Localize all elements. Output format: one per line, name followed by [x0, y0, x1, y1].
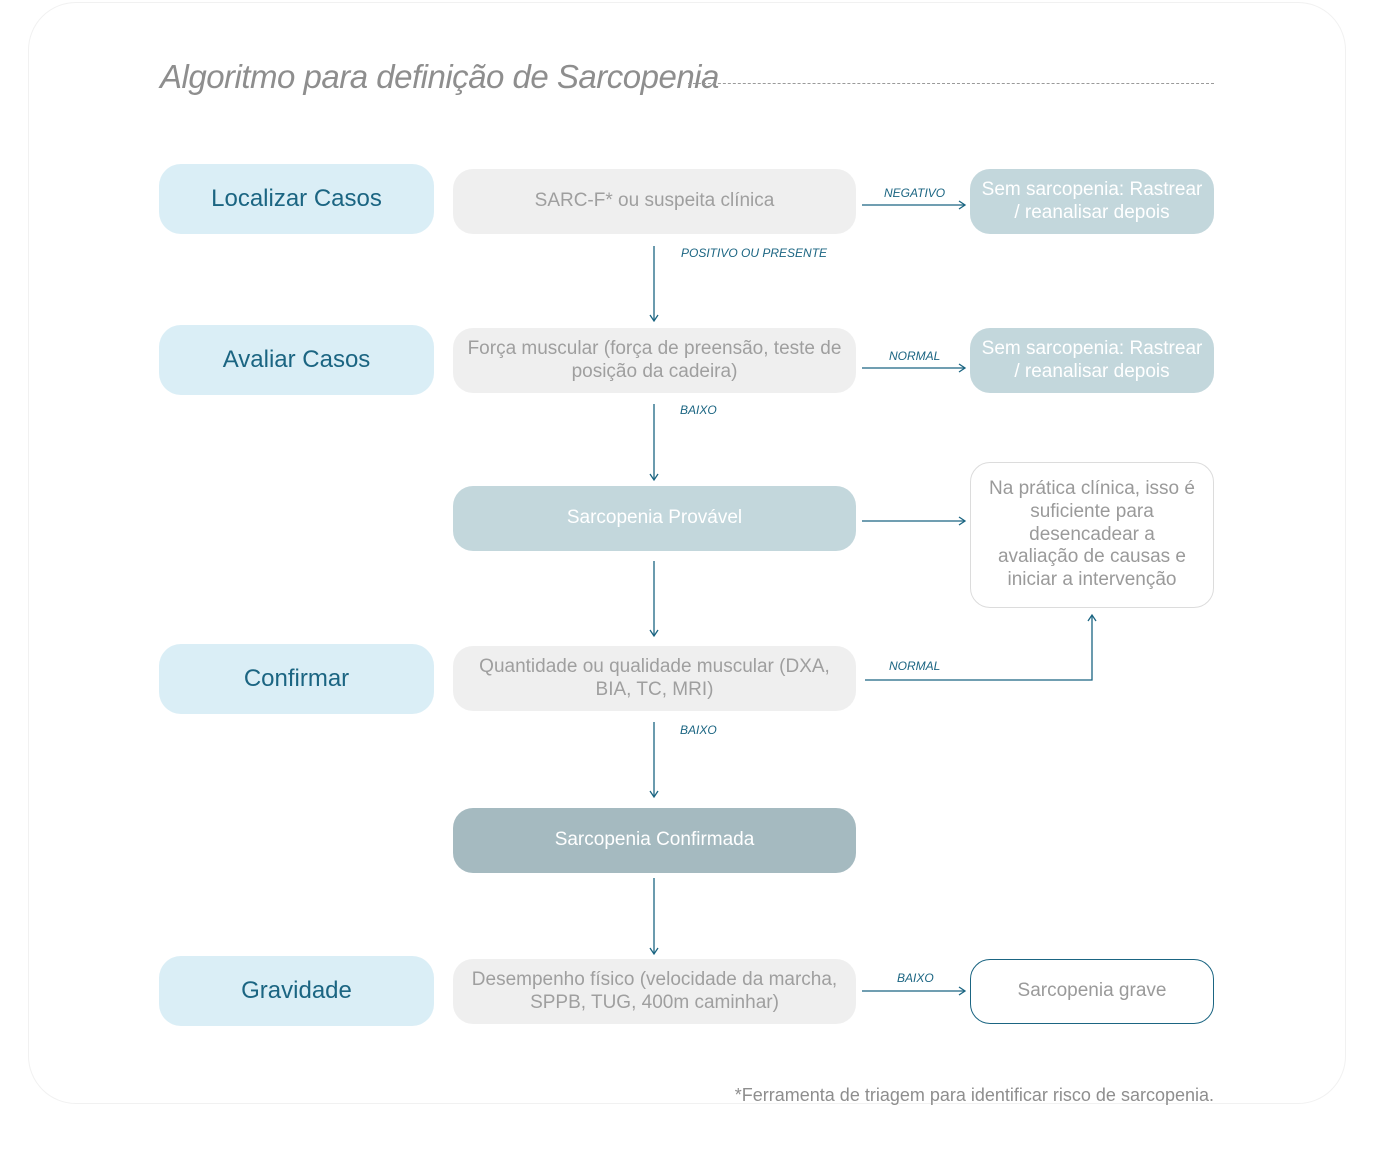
title-dashed-rule — [688, 83, 1214, 84]
label-low-2: BAIXO — [680, 723, 717, 737]
diagram-card — [28, 2, 1346, 1104]
label-low-3: BAIXO — [897, 971, 934, 985]
label-normal-2: NORMAL — [889, 659, 941, 673]
stage-assess-cases: Avaliar Casos — [159, 325, 434, 395]
step-physical-performance: Desempenho físico (velocidade da marcha,… — [453, 959, 856, 1024]
stage-find-cases: Localizar Casos — [159, 164, 434, 234]
result-no-sarcopenia-2: Sem sarcopenia: Rastrear / reanalisar de… — [970, 328, 1214, 393]
step-probable-sarcopenia: Sarcopenia Provável — [453, 486, 856, 551]
diagram-title: Algoritmo para definição de Sarcopenia — [160, 58, 719, 95]
label-normal-1: NORMAL — [889, 349, 941, 363]
stage-severity: Gravidade — [159, 956, 434, 1026]
result-severe-sarcopenia: Sarcopenia grave — [970, 959, 1214, 1024]
result-clinical-note: Na prática clínica, isso é suficiente pa… — [970, 462, 1214, 608]
label-negative: NEGATIVO — [884, 186, 946, 200]
step-confirmed-sarcopenia: Sarcopenia Confirmada — [453, 808, 856, 873]
footnote: *Ferramenta de triagem para identificar … — [734, 1085, 1214, 1105]
step-muscle-quantity: Quantidade ou qualidade muscular (DXA, B… — [453, 646, 856, 711]
result-no-sarcopenia-1: Sem sarcopenia: Rastrear / reanalisar de… — [970, 169, 1214, 234]
step-muscle-strength: Força muscular (força de preensão, teste… — [453, 328, 856, 393]
label-low-1: BAIXO — [680, 403, 717, 417]
step-sarcf: SARC-F* ou suspeita clínica — [453, 169, 856, 234]
label-positive: POSITIVO OU PRESENTE — [681, 246, 828, 260]
stage-confirm: Confirmar — [159, 644, 434, 714]
